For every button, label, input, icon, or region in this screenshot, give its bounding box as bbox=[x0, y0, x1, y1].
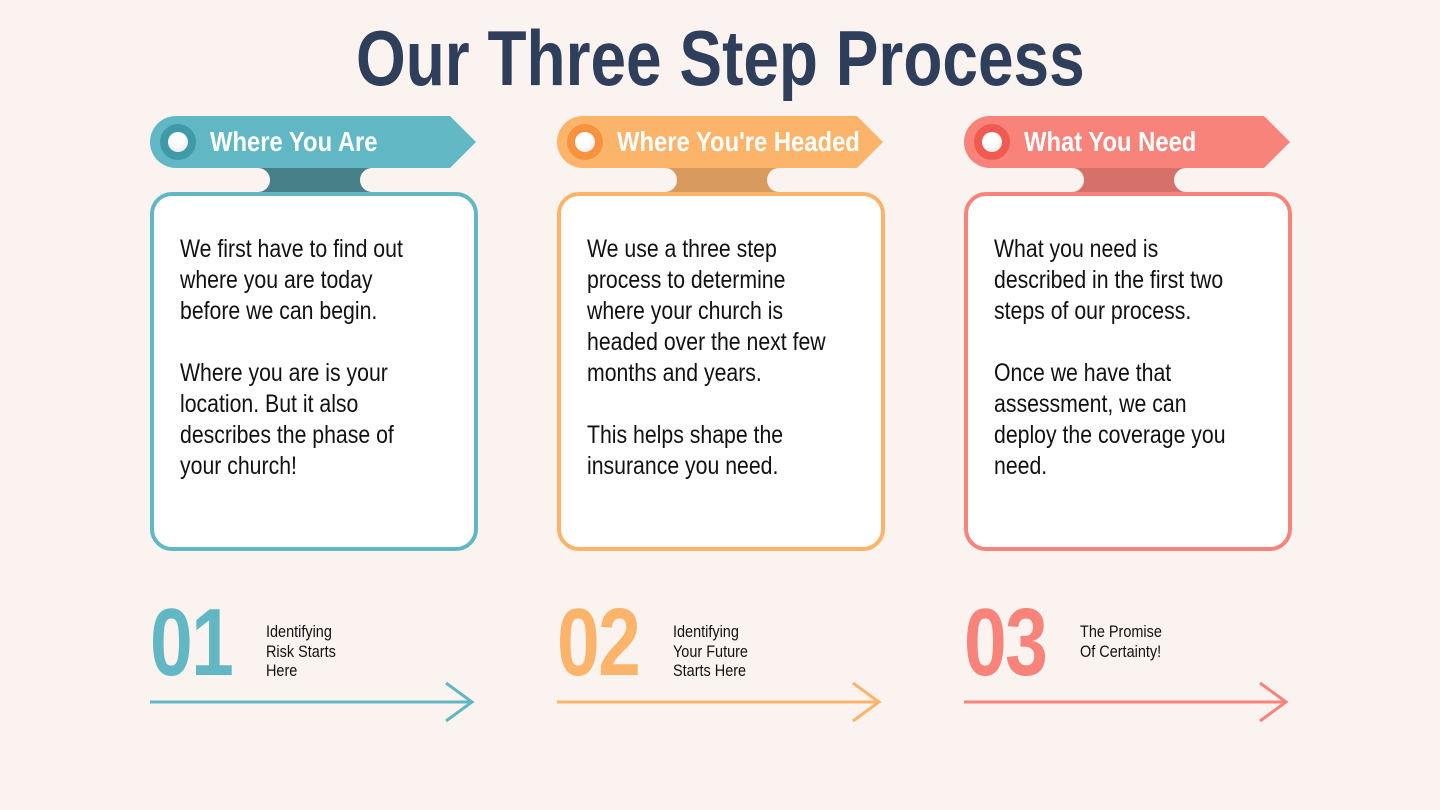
banner-connector bbox=[1072, 168, 1186, 194]
step-banner: What You Need bbox=[964, 116, 1290, 168]
step-description: We first have to find out where you are … bbox=[180, 235, 403, 480]
step-caption: Identifying Your Future Starts Here bbox=[673, 622, 748, 680]
bullet-icon bbox=[160, 124, 196, 160]
banner-connector bbox=[665, 168, 779, 194]
step-3: What You Need What you need is described… bbox=[964, 0, 1294, 810]
banner-shape bbox=[964, 116, 1290, 168]
step-card: What you need is described in the first … bbox=[964, 192, 1292, 551]
step-1: Where You Are We first have to find out … bbox=[150, 0, 480, 810]
banner-shape bbox=[150, 116, 476, 168]
step-banner: Where You Are bbox=[150, 116, 476, 168]
bullet-icon bbox=[974, 124, 1010, 160]
step-heading: Where You're Headed bbox=[617, 126, 860, 157]
step-number: 01 bbox=[150, 589, 234, 696]
page-title: Our Three Step Process bbox=[0, 8, 1440, 108]
banner-connector bbox=[258, 168, 372, 194]
step-2: Where You're Headed We use a three step … bbox=[557, 0, 887, 810]
step-heading: What You Need bbox=[1024, 126, 1197, 157]
banner-shape bbox=[557, 116, 883, 168]
step-caption: The Promise Of Certainty! bbox=[1080, 622, 1162, 661]
arrow-right-icon bbox=[150, 681, 475, 723]
arrow-right-icon bbox=[964, 681, 1289, 723]
bullet-icon bbox=[567, 124, 603, 160]
step-banner: Where You're Headed bbox=[557, 116, 883, 168]
step-number: 03 bbox=[964, 589, 1048, 696]
step-card: We use a three step process to determine… bbox=[557, 192, 885, 551]
step-card: We first have to find out where you are … bbox=[150, 192, 478, 551]
step-description: What you need is described in the first … bbox=[994, 235, 1226, 480]
step-caption: Identifying Risk Starts Here bbox=[266, 622, 336, 680]
step-number: 02 bbox=[557, 589, 641, 696]
step-heading: Where You Are bbox=[210, 126, 378, 157]
page-title-text: Our Three Step Process bbox=[355, 14, 1085, 102]
step-description: We use a three step process to determine… bbox=[587, 235, 826, 480]
arrow-right-icon bbox=[557, 681, 882, 723]
